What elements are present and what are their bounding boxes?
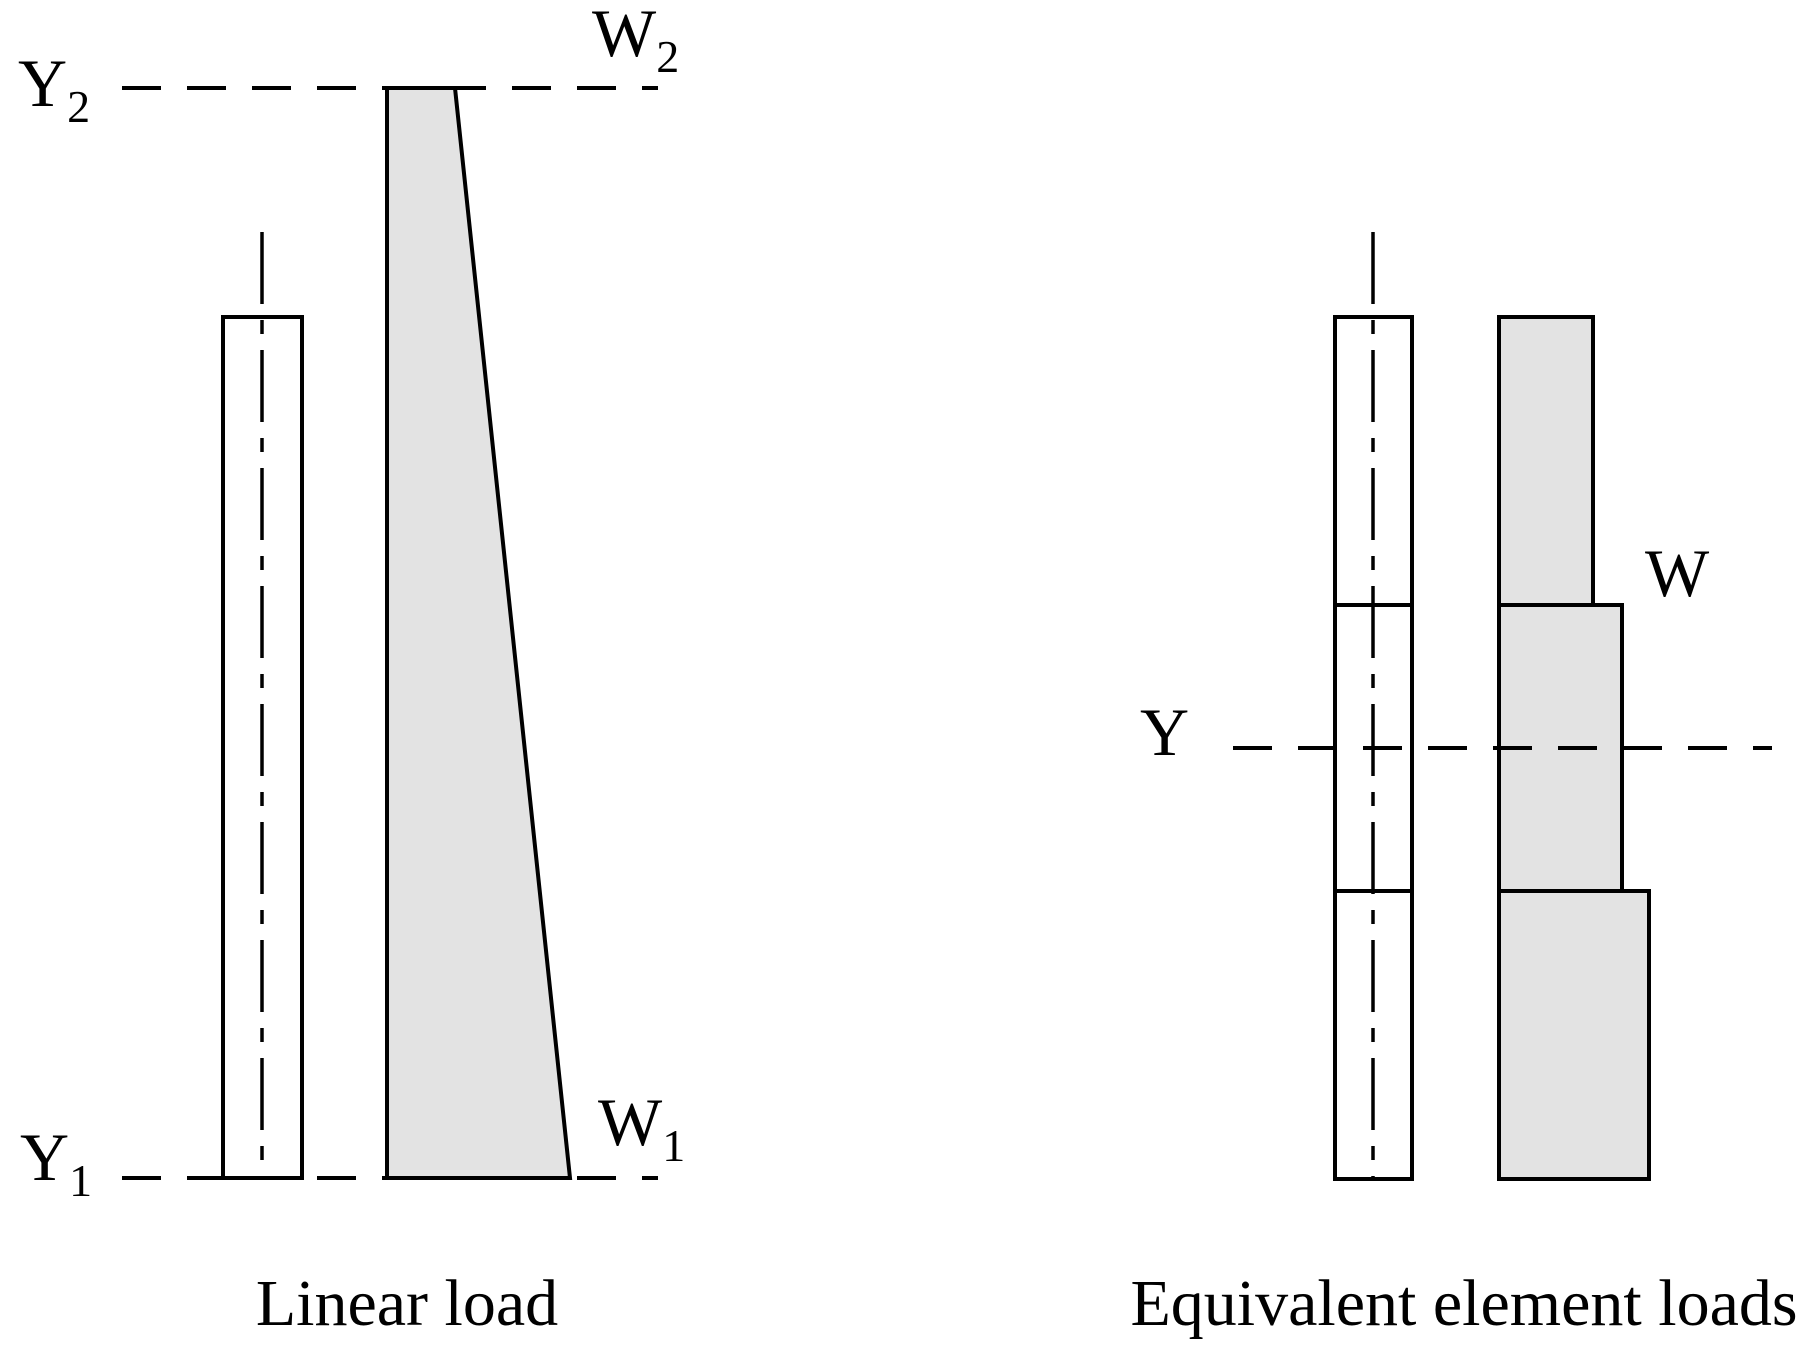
y2-label-sub: 2 (67, 81, 90, 132)
y1-label: Y1 (20, 1119, 92, 1206)
linear-load-diagram: Y2 W2 Y1 W1 Linear load (18, 0, 685, 1340)
w-label: W (1645, 535, 1710, 611)
w2-label-base: W (592, 0, 657, 71)
element-load-block-bottom (1497, 889, 1651, 1181)
linear-load-caption: Linear load (256, 1267, 558, 1340)
y1-label-base: Y (20, 1119, 69, 1195)
w1-label: W1 (598, 1084, 685, 1171)
equivalent-loads-diagram: Y W Equivalent element loads (1130, 232, 1798, 1340)
y2-label: Y2 (18, 45, 90, 132)
linear-load-shape (385, 86, 573, 1180)
y1-label-sub: 1 (69, 1155, 92, 1206)
w2-label: W2 (592, 0, 679, 82)
w2-label-sub: 2 (656, 31, 679, 82)
y2-label-base: Y (18, 45, 67, 121)
element-load-block-top (1497, 315, 1595, 607)
equivalent-loads-caption: Equivalent element loads (1130, 1267, 1797, 1340)
w1-label-sub: 1 (662, 1120, 685, 1171)
y-label: Y (1140, 694, 1189, 770)
w1-label-base: W (598, 1084, 663, 1160)
